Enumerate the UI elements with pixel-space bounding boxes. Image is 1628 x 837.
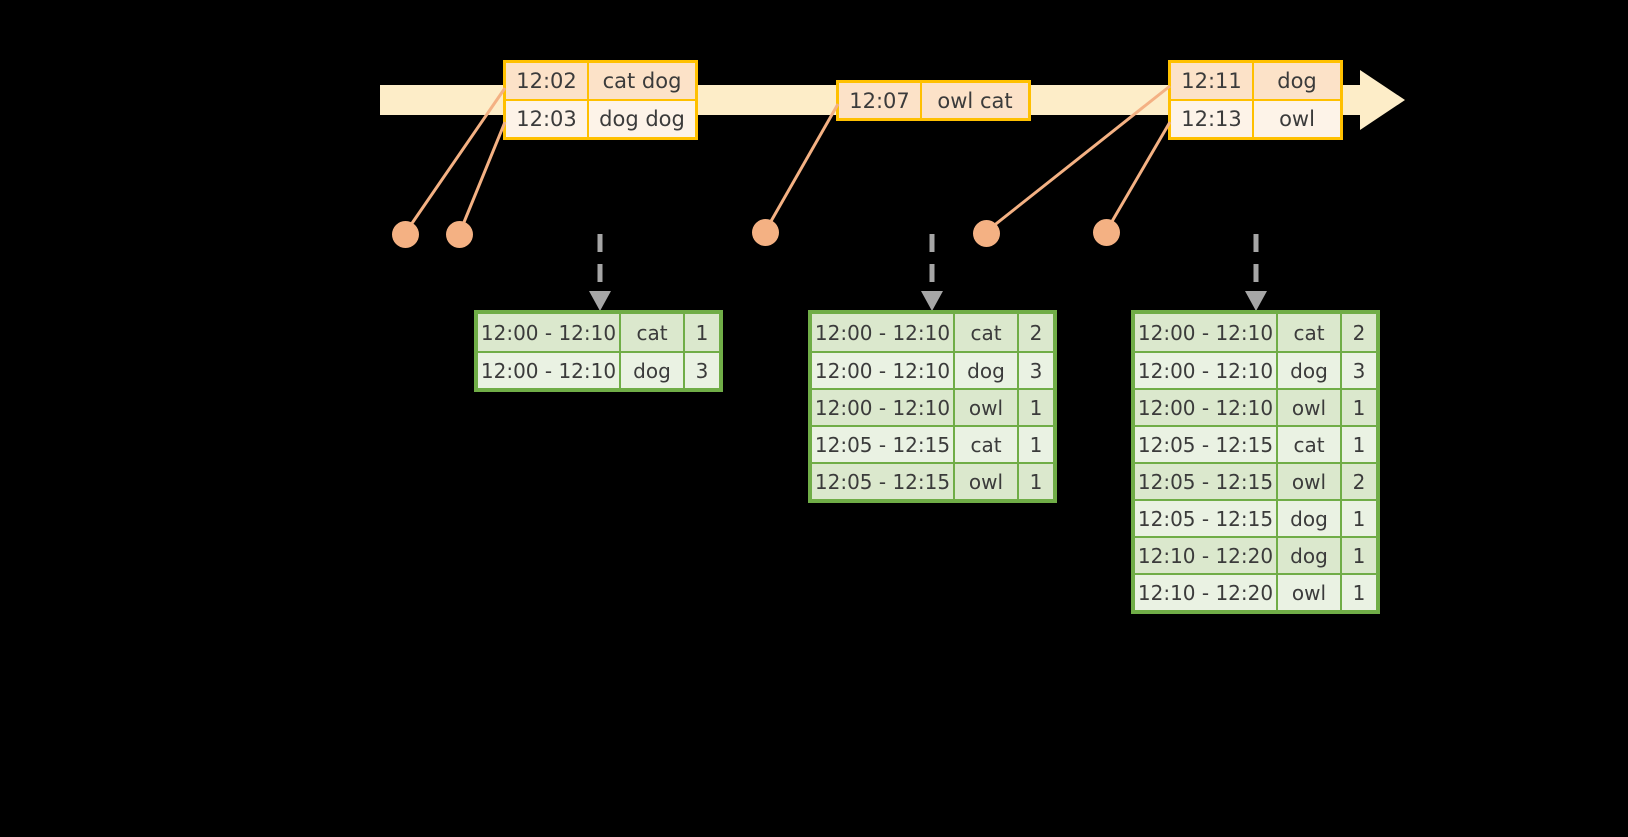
count-cell: 1 — [1342, 427, 1376, 462]
count-cell: 2 — [1342, 464, 1376, 499]
table-row: 12:05 - 12:15 owl 2 — [1135, 462, 1376, 499]
window-cell: 12:00 - 12:10 — [812, 390, 955, 425]
count-cell: 1 — [1019, 427, 1053, 462]
event-row: 12:11 dog — [1171, 63, 1340, 99]
count-cell: 1 — [685, 314, 719, 351]
count-cell: 2 — [1019, 314, 1053, 351]
count-cell: 1 — [1342, 390, 1376, 425]
table-row: 12:05 - 12:15 cat 1 — [812, 425, 1053, 462]
window-cell: 12:05 - 12:15 — [1135, 464, 1278, 499]
table-row: 12:00 - 12:10 dog 3 — [478, 351, 719, 388]
window-cell: 12:05 - 12:15 — [812, 464, 955, 499]
leader-line — [458, 121, 507, 233]
connector-dot — [1093, 219, 1120, 246]
event-value: dog dog — [589, 101, 695, 137]
key-cell: dog — [1278, 501, 1342, 536]
key-cell: cat — [955, 314, 1019, 351]
key-cell: dog — [1278, 353, 1342, 388]
count-cell: 1 — [1342, 501, 1376, 536]
table-row: 12:00 - 12:10 cat 2 — [1135, 314, 1376, 351]
event-time: 12:02 — [506, 63, 589, 99]
count-cell: 1 — [1342, 538, 1376, 573]
count-cell: 2 — [1342, 314, 1376, 351]
event-value: owl — [1254, 101, 1340, 137]
result-table-3[interactable]: 12:00 - 12:10 cat 2 12:00 - 12:10 dog 3 … — [1131, 310, 1380, 614]
event-box-2[interactable]: 12:07 owl cat — [836, 80, 1031, 121]
window-cell: 12:00 - 12:10 — [1135, 390, 1278, 425]
window-cell: 12:00 - 12:10 — [1135, 353, 1278, 388]
event-value: dog — [1254, 63, 1340, 99]
window-cell: 12:00 - 12:10 — [812, 353, 955, 388]
window-cell: 12:00 - 12:10 — [812, 314, 955, 351]
count-cell: 3 — [685, 353, 719, 388]
connector-dot — [752, 219, 779, 246]
table-row: 12:00 - 12:10 cat 1 — [478, 314, 719, 351]
key-cell: owl — [1278, 464, 1342, 499]
window-cell: 12:00 - 12:10 — [478, 353, 621, 388]
key-cell: dog — [955, 353, 1019, 388]
window-cell: 12:05 - 12:15 — [1135, 501, 1278, 536]
leader-line — [764, 103, 840, 231]
result-table-1[interactable]: 12:00 - 12:10 cat 1 12:00 - 12:10 dog 3 — [474, 310, 723, 392]
window-cell: 12:00 - 12:10 — [1135, 314, 1278, 351]
flow-arrow-2 — [921, 234, 943, 311]
table-row: 12:00 - 12:10 dog 3 — [812, 351, 1053, 388]
table-row: 12:05 - 12:15 cat 1 — [1135, 425, 1376, 462]
key-cell: cat — [621, 314, 685, 351]
connector-dot — [973, 220, 1000, 247]
event-box-1[interactable]: 12:02 cat dog 12:03 dog dog — [503, 60, 698, 140]
event-row: 12:03 dog dog — [506, 99, 695, 137]
event-value: owl cat — [922, 83, 1028, 118]
leader-line — [1105, 121, 1172, 231]
key-cell: owl — [955, 464, 1019, 499]
event-time: 12:03 — [506, 101, 589, 137]
result-table-2[interactable]: 12:00 - 12:10 cat 2 12:00 - 12:10 dog 3 … — [808, 310, 1057, 503]
key-cell: dog — [621, 353, 685, 388]
table-row: 12:00 - 12:10 cat 2 — [812, 314, 1053, 351]
window-cell: 12:10 - 12:20 — [1135, 575, 1278, 610]
connector-dot — [446, 221, 473, 248]
key-cell: owl — [1278, 390, 1342, 425]
table-row: 12:00 - 12:10 owl 1 — [812, 388, 1053, 425]
flow-arrow-1 — [589, 234, 611, 311]
key-cell: owl — [955, 390, 1019, 425]
key-cell: dog — [1278, 538, 1342, 573]
table-row: 12:00 - 12:10 dog 3 — [1135, 351, 1376, 388]
window-cell: 12:00 - 12:10 — [478, 314, 621, 351]
window-cell: 12:05 - 12:15 — [1135, 427, 1278, 462]
event-row: 12:13 owl — [1171, 99, 1340, 137]
window-cell: 12:05 - 12:15 — [812, 427, 955, 462]
key-cell: cat — [955, 427, 1019, 462]
count-cell: 3 — [1019, 353, 1053, 388]
event-time: 12:11 — [1171, 63, 1254, 99]
table-row: 12:10 - 12:20 owl 1 — [1135, 573, 1376, 610]
count-cell: 1 — [1019, 464, 1053, 499]
table-row: 12:05 - 12:15 dog 1 — [1135, 499, 1376, 536]
connector-dot — [392, 221, 419, 248]
event-value: cat dog — [589, 63, 695, 99]
event-box-3[interactable]: 12:11 dog 12:13 owl — [1168, 60, 1343, 140]
key-cell: cat — [1278, 427, 1342, 462]
window-cell: 12:10 - 12:20 — [1135, 538, 1278, 573]
count-cell: 3 — [1342, 353, 1376, 388]
key-cell: cat — [1278, 314, 1342, 351]
table-row: 12:05 - 12:15 owl 1 — [812, 462, 1053, 499]
event-row: 12:07 owl cat — [839, 83, 1028, 118]
event-time: 12:13 — [1171, 101, 1254, 137]
key-cell: owl — [1278, 575, 1342, 610]
event-row: 12:02 cat dog — [506, 63, 695, 99]
table-row: 12:00 - 12:10 owl 1 — [1135, 388, 1376, 425]
timeline-arrowhead — [1360, 70, 1405, 130]
event-time: 12:07 — [839, 83, 922, 118]
count-cell: 1 — [1342, 575, 1376, 610]
table-row: 12:10 - 12:20 dog 1 — [1135, 536, 1376, 573]
count-cell: 1 — [1019, 390, 1053, 425]
flow-arrow-3 — [1245, 234, 1267, 311]
